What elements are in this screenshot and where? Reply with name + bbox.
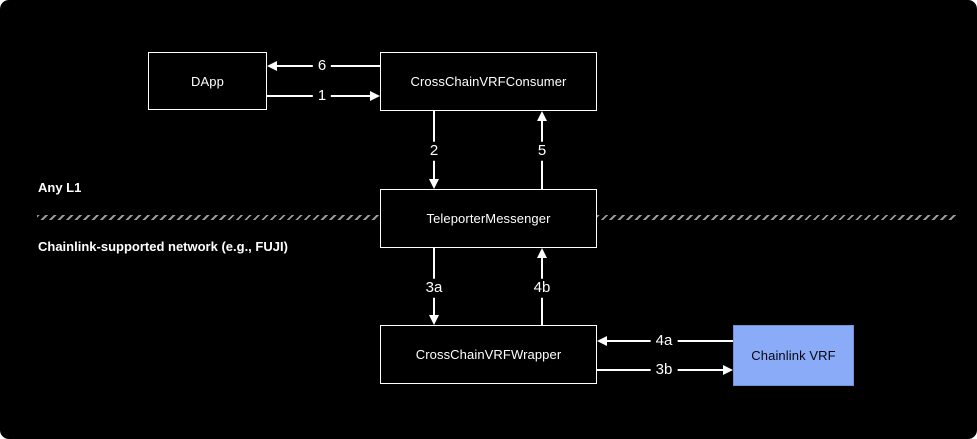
node-crosschainvrfwrapper: CrossChainVRFWrapper xyxy=(380,325,597,384)
region-label-chainlink-network: Chainlink-supported network (e.g., FUJI) xyxy=(38,239,288,254)
edge-4a-label: 4a xyxy=(650,331,678,351)
edge-6-label: 6 xyxy=(312,56,332,76)
arrow-left-icon xyxy=(267,61,277,71)
arrow-right-icon xyxy=(370,91,380,101)
arrow-up-icon xyxy=(537,248,547,258)
arrow-down-icon xyxy=(429,315,439,325)
node-crosschainvrfconsumer: CrossChainVRFConsumer xyxy=(380,52,597,111)
node-dapp: DApp xyxy=(148,52,267,110)
arrow-up-icon xyxy=(537,111,547,121)
edge-3b-label: 3b xyxy=(650,360,678,380)
edge-2-label: 2 xyxy=(424,141,444,161)
region-label-any-l1: Any L1 xyxy=(38,180,82,195)
node-teleportermessenger: TeleporterMessenger xyxy=(380,189,597,248)
edge-5-label: 5 xyxy=(532,141,552,161)
arrow-right-icon xyxy=(723,365,733,375)
arrow-down-icon xyxy=(429,179,439,189)
arrow-left-icon xyxy=(597,336,607,346)
edge-4b-label: 4b xyxy=(528,278,556,298)
edge-3a-label: 3a xyxy=(420,278,448,298)
node-chainlink-vrf: Chainlink VRF xyxy=(733,325,854,386)
edge-1-label: 1 xyxy=(312,86,332,106)
